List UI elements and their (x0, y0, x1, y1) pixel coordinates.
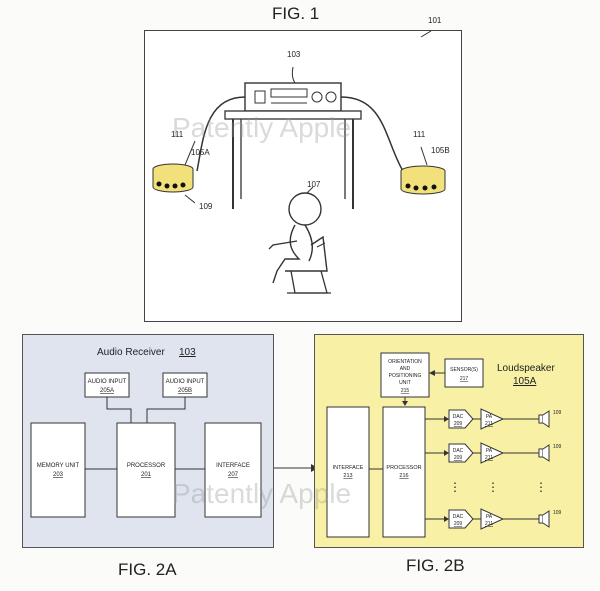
pa-icon (480, 442, 505, 464)
driver-icon (538, 514, 544, 524)
ring-ref-right: 111 (413, 130, 426, 139)
ellipsis-driver: ⋮ (535, 480, 547, 494)
sensors-label: SENSOR(S) (450, 367, 478, 373)
interface-label: INTERFACE (333, 465, 364, 471)
audio-input-b-label: AUDIO INPUT (166, 379, 205, 385)
sensors-box (444, 358, 484, 388)
audio-input-a-label: AUDIO INPUT (88, 379, 127, 385)
interface-ref: 207 (228, 472, 239, 478)
watermark-bottom: Patently Apple (172, 478, 352, 509)
ring-ref-left: 111 (171, 130, 184, 139)
fig2a-panel: Audio Receiver 103 AUDIO INPUT 205A AUDI… (22, 334, 274, 548)
fig2b-panel: Loudspeaker 105A ORIENTATION AND POSITIO… (314, 334, 584, 548)
dac-icon (448, 509, 474, 529)
speaker-right-icon (400, 165, 446, 195)
listener-icon (268, 192, 322, 284)
receiver-ref: 103 (287, 50, 301, 59)
driver-icon (538, 414, 544, 424)
dac-ref: 209 (454, 455, 463, 461)
channel-row: DAC 209 PA 211 109 (425, 442, 562, 464)
memory-unit-label: MEMORY UNIT (37, 463, 80, 469)
loudspeaker-title-ref: 105A (513, 376, 537, 387)
dac-icon (448, 409, 474, 429)
fig1-room-ref: 101 (428, 16, 442, 25)
ellipsis-dac: ⋮ (449, 480, 461, 494)
watermark-top: Patently Apple (172, 112, 352, 143)
fig1-panel: 103 101 111 105A 111 105B 107 109 (144, 22, 462, 322)
interface-box (326, 406, 370, 538)
ellipsis-pa: ⋮ (487, 480, 499, 494)
fig2a-diagram: Audio Receiver 103 AUDIO INPUT 205A AUDI… (30, 347, 262, 518)
cable-right (340, 96, 404, 172)
dac-icon (448, 443, 474, 463)
fig1-caption: FIG. 1 (272, 4, 320, 23)
receiver-title: Audio Receiver (97, 347, 165, 358)
pa-label: PA (486, 414, 493, 420)
cable-left (196, 96, 246, 172)
orientation-line-3: POSITIONING (389, 373, 422, 379)
audio-receiver-icon (244, 82, 342, 112)
orientation-unit-box (380, 352, 430, 398)
processor-label: PROCESSOR (127, 463, 166, 469)
processor-ref: 201 (141, 472, 152, 478)
orientation-line-2: AND (400, 366, 411, 372)
pa-label: PA (486, 514, 493, 520)
table-icon (224, 110, 362, 209)
fig2b-caption: FIG. 2B (406, 556, 465, 575)
driver-ref: 109 (553, 444, 562, 450)
speaker-ref-left: 105A (191, 148, 210, 157)
audio-input-b-ref: 205B (178, 388, 192, 394)
sensors-ref: 217 (460, 376, 469, 382)
orientation-line-4: UNIT (399, 380, 411, 386)
dac-label: DAC (453, 414, 464, 420)
pa-icon (480, 508, 505, 530)
memory-unit-box (30, 422, 86, 518)
interface-box (204, 422, 262, 518)
driver-icon (538, 448, 544, 458)
processor-box (116, 422, 176, 518)
receiver-title-ref: 103 (179, 347, 196, 358)
fig2b-diagram: Loudspeaker 105A ORIENTATION AND POSITIO… (326, 352, 562, 538)
orientation-ref: 215 (401, 388, 410, 394)
processor-label: PROCESSOR (386, 465, 421, 471)
loudspeaker-title: Loudspeaker (497, 363, 555, 374)
dac-ref: 209 (454, 521, 463, 527)
dac-label: DAC (453, 514, 464, 520)
pa-icon (480, 408, 505, 430)
bus-connector (274, 464, 318, 472)
pa-label: PA (486, 448, 493, 454)
listener-ref: 107 (307, 180, 321, 189)
driver-ref: 109 (553, 410, 562, 416)
driver-ref: 109 (553, 510, 562, 516)
fig1-drawing: 103 101 111 105A 111 105B 107 109 (152, 22, 450, 294)
processor-box (382, 406, 426, 538)
base-ref: 109 (199, 202, 213, 211)
speaker-ref-right: 105B (431, 146, 450, 155)
channel-row: DAC 209 PA 211 109 (425, 408, 562, 430)
processor-ref: 216 (399, 473, 408, 479)
speaker-left-icon (152, 163, 194, 193)
audio-input-a-box (84, 372, 130, 398)
pa-ref: 211 (485, 521, 493, 527)
fig2a-caption: FIG. 2A (118, 560, 177, 579)
interface-ref: 213 (343, 473, 352, 479)
dac-label: DAC (453, 448, 464, 454)
dac-ref: 209 (454, 421, 463, 427)
interface-label: INTERFACE (216, 463, 250, 469)
memory-unit-ref: 203 (53, 472, 64, 478)
orientation-line-1: ORIENTATION (388, 359, 422, 365)
channel-row: DAC 209 PA 211 109 (425, 508, 562, 530)
chair-icon (285, 235, 331, 294)
pa-ref: 211 (485, 455, 493, 461)
pa-ref: 211 (485, 421, 493, 427)
audio-input-a-ref: 205A (100, 388, 114, 394)
